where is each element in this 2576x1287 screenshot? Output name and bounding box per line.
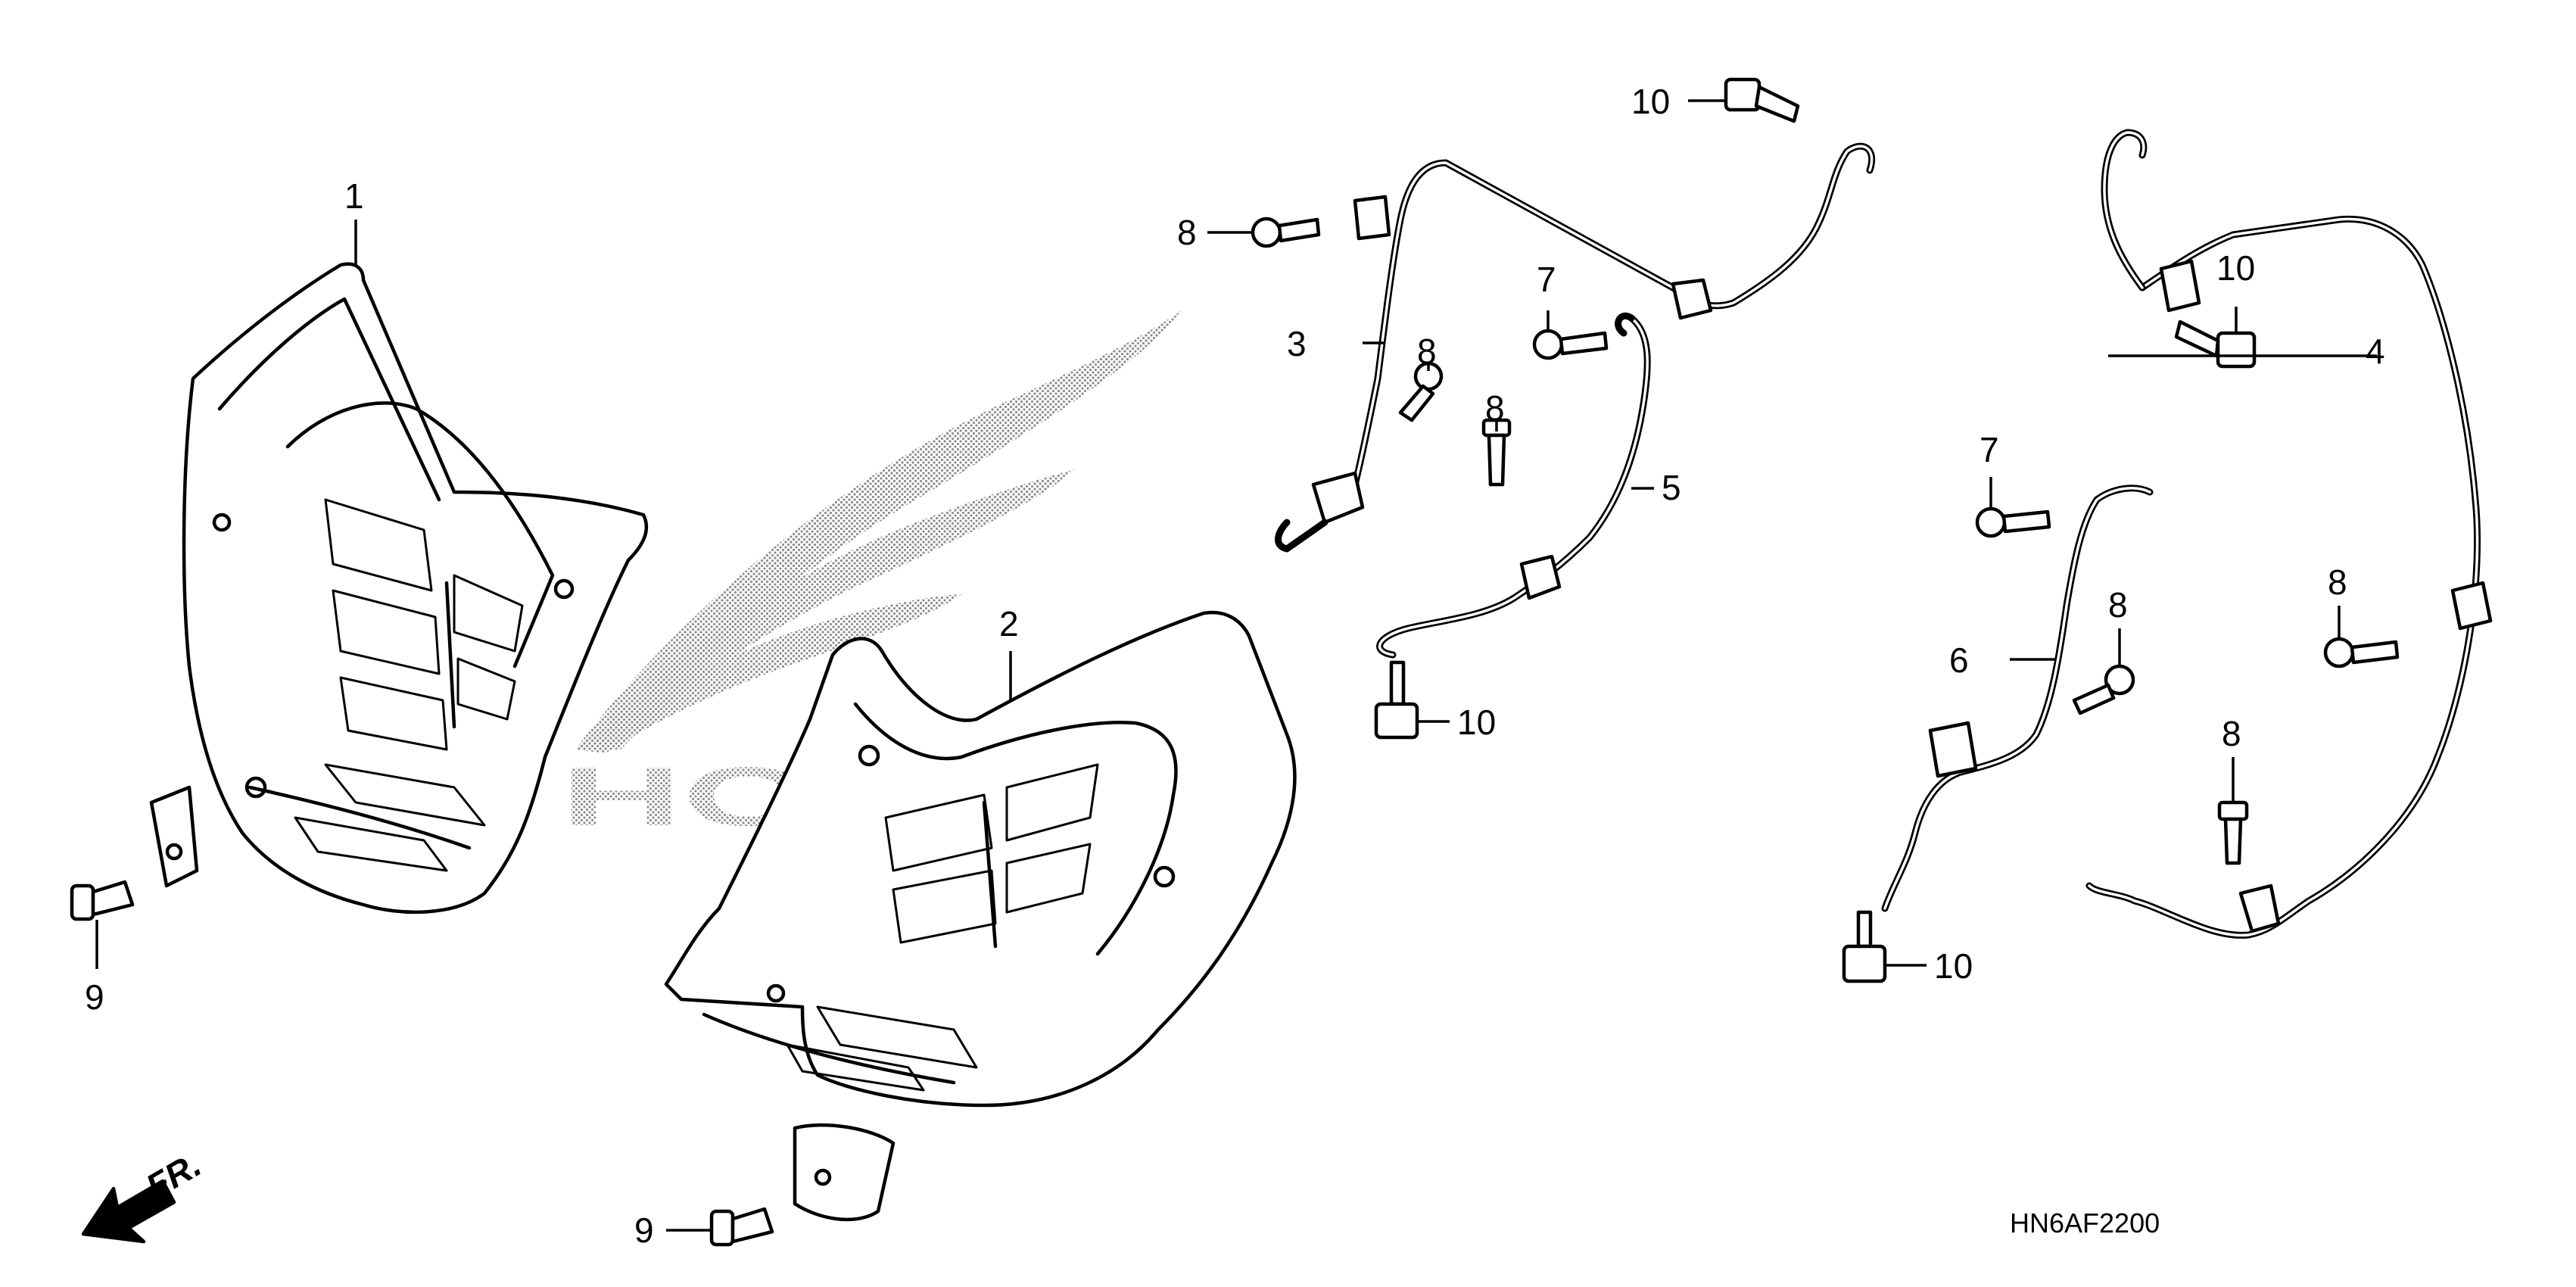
callout-7a: 7: [1537, 260, 1556, 299]
front-direction-arrow: FR.: [81, 1145, 207, 1244]
bolt-10-b: [1374, 660, 1419, 740]
callout-5: 5: [1662, 468, 1681, 507]
bolt-10-c: [2174, 319, 2257, 369]
callout-10a: 10: [1631, 82, 1670, 121]
callout-10c: 10: [2216, 248, 2255, 288]
callout-8c: 8: [1485, 388, 1505, 428]
screw-8-d: [2072, 664, 2135, 715]
screw-8-f: [2217, 800, 2249, 865]
screw-8-e: [2323, 637, 2400, 668]
callout-10d: 10: [1934, 946, 1973, 986]
callout-10b: 10: [1457, 703, 1496, 742]
callout-1: 1: [344, 176, 364, 216]
screw-7-b: [1975, 506, 2051, 538]
callout-2: 2: [999, 604, 1019, 644]
callout-8d: 8: [2108, 585, 2128, 625]
bolt-10-d: [1842, 910, 1887, 983]
fasteners: [70, 77, 2400, 1247]
callout-numbers: 1 2 3 4 5 6 7 7 8 8 8 8 8 8 9 9 10 10 10…: [85, 82, 2385, 1250]
callout-8e: 8: [2328, 562, 2347, 602]
part-3-stay: [1275, 142, 1876, 553]
part-6-stay: [1881, 485, 2154, 912]
callout-6: 6: [1949, 640, 1969, 680]
callout-8f: 8: [2222, 714, 2241, 753]
screw-8-a: [1251, 217, 1321, 248]
part-1-left-mudguard: [149, 262, 649, 915]
clip-9-b: [709, 1207, 774, 1247]
callout-9a: 9: [85, 977, 104, 1017]
callout-3: 3: [1287, 324, 1307, 363]
callout-8b: 8: [1417, 332, 1437, 371]
callout-8a: 8: [1177, 213, 1197, 252]
part-5-stay: [1376, 313, 1651, 659]
bolt-10-top: [1724, 77, 1800, 123]
callout-4: 4: [2366, 332, 2385, 371]
leader-lines: [95, 99, 2377, 1232]
part-2-right-mudguard: [664, 610, 1297, 1222]
diagram-code: HN6AF2200: [2010, 1208, 2160, 1239]
part-4-stay: [2085, 129, 2493, 939]
screw-8-b: [1398, 361, 1444, 422]
callout-9b: 9: [634, 1211, 654, 1250]
screw-7-a: [1532, 329, 1609, 360]
callout-7b: 7: [1980, 430, 1999, 469]
clip-9-a: [70, 880, 135, 921]
